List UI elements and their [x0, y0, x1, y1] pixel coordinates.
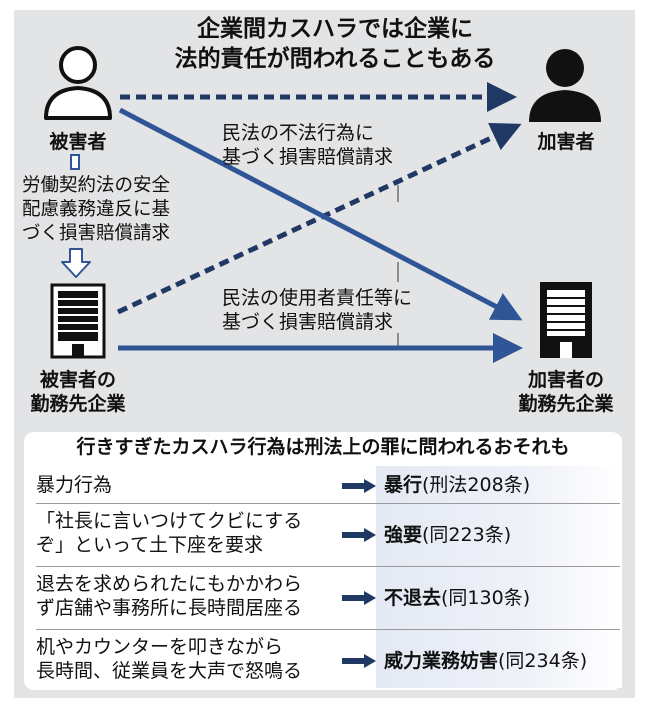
row-divider	[36, 503, 620, 504]
offence-row: 暴力行為 暴行(刑法208条)	[24, 470, 622, 500]
right-arrow-icon	[342, 479, 376, 493]
act-text: 「社長に言いつけてクビにする ぞ」といって土下座を要求	[36, 510, 303, 556]
arrow-victim-to-perpetrator-company	[118, 107, 523, 321]
victim-label: 被害者	[49, 131, 107, 153]
employer-liability-claim-label: 民法の使用者責任等に 基づく損害賠償請求	[222, 287, 413, 333]
victim-person-icon	[44, 46, 112, 120]
victim-company-building-icon	[50, 283, 106, 359]
tort-claim-label: 民法の不法行為に 基づく損害賠償請求	[222, 122, 394, 168]
criminal-offences-title: 行きすぎたカスハラ行為は刑法上の罪に問われるおそれも	[76, 436, 570, 458]
row-divider	[36, 629, 620, 630]
down-arrow-icon	[61, 154, 91, 278]
victim-company-label: 被害者の 勤務先企業	[30, 369, 126, 415]
row-divider	[36, 566, 620, 567]
title-line-2: 法的責任が問われることもある	[174, 46, 496, 72]
perpetrator-label: 加害者	[537, 131, 595, 153]
crime-text: 不退去(同130条)	[384, 587, 531, 609]
right-arrow-icon	[342, 528, 376, 542]
perpetrator-company-building-icon	[540, 282, 592, 358]
perpetrator-company-label: 加害者の 勤務先企業	[518, 369, 614, 415]
crime-text: 暴行(刑法208条)	[384, 474, 531, 496]
crime-text: 威力業務妨害(同234条)	[384, 650, 588, 672]
offence-row: 「社長に言いつけてクビにする ぞ」といって土下座を要求 強要(同223条)	[24, 507, 622, 563]
act-text: 退去を求められたにもかかわら ず店舗や事務所に長時間居座る	[36, 573, 303, 619]
relationship-diagram	[44, 46, 601, 363]
offence-row: 机やカウンターを叩きながら 長時間、従業員を大声で怒鳴る 威力業務妨害(同234…	[24, 633, 622, 689]
labor-contract-claim-label: 労働契約法の安全 配慮義務違反に基 づく損害賠償請求	[22, 175, 171, 244]
act-text: 暴力行為	[36, 474, 113, 496]
arrow-victim-company-to-perpetrator	[116, 122, 522, 315]
right-arrow-icon	[342, 654, 376, 668]
crime-text: 強要(同223条)	[384, 524, 512, 546]
diagram-title: 企業間カスハラでは企業に 法的責任が問われることもある	[120, 14, 550, 74]
title-line-1: 企業間カスハラでは企業に	[197, 16, 473, 42]
act-text: 机やカウンターを叩きながら 長時間、従業員を大声で怒鳴る	[36, 636, 303, 682]
right-arrow-icon	[342, 591, 376, 605]
perpetrator-person-icon	[529, 49, 601, 122]
offence-row: 退去を求められたにもかかわら ず店舗や事務所に長時間居座る 不退去(同130条)	[24, 570, 622, 626]
